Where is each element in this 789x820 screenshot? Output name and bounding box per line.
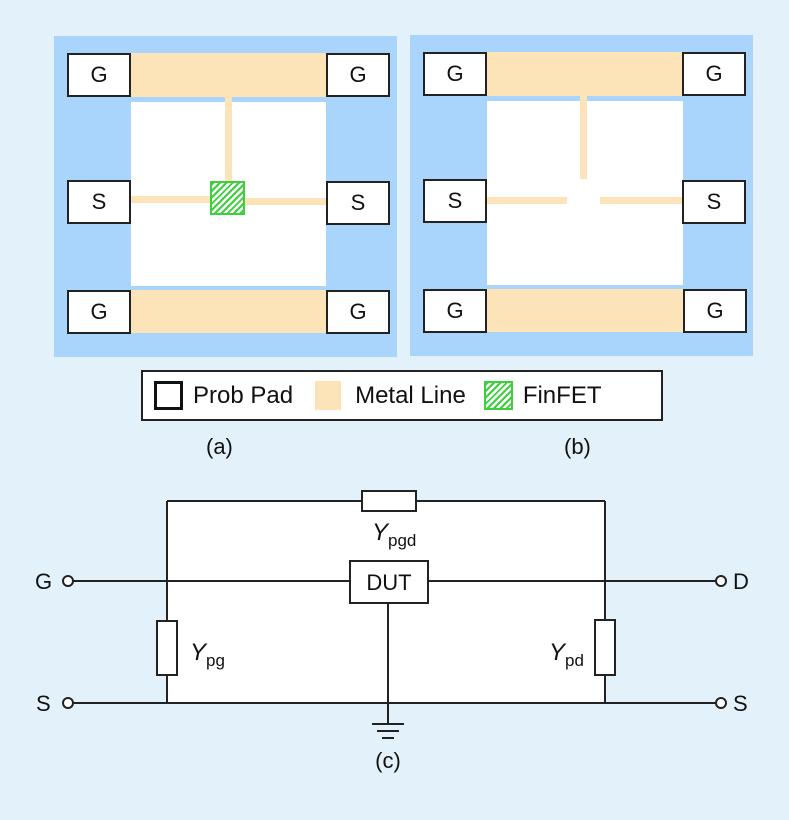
panel-b-pad-top-right: G	[682, 52, 746, 96]
panel-b-pad-bottom-right: G	[683, 289, 747, 333]
pad-label: S	[447, 188, 463, 213]
pad-label: S	[706, 189, 722, 214]
admittance-subscript: pgd	[388, 531, 416, 550]
equivalent-circuit: DUT G S D S Ypgd Ypg Ypd (c)	[35, 490, 749, 773]
source-terminal-right	[715, 697, 727, 709]
admittance-subscript: pd	[565, 651, 584, 670]
source-terminal-right-label: S	[733, 691, 748, 716]
dut-box	[349, 560, 429, 604]
panel-a-gate-feed-line	[225, 97, 232, 182]
dut-label: DUT	[366, 570, 411, 595]
gate-terminal-label: G	[35, 569, 52, 594]
legend-label: FinFET	[522, 381, 602, 409]
legend-label: Prob Pad	[193, 381, 294, 409]
caption-c: (c)	[375, 748, 401, 773]
panel-b-pad-bottom-left: G	[423, 289, 487, 333]
admittance-pd-element	[594, 619, 616, 676]
panel-a-pad-mid-left: S	[67, 180, 131, 224]
pad-label: G	[705, 61, 723, 86]
admittance-subscript: pg	[206, 651, 225, 670]
metal-line-icon	[315, 381, 342, 410]
panel-b-source-line-left	[486, 197, 567, 204]
pad-label: G	[349, 62, 367, 87]
panel-b-top-gate-metal	[486, 52, 684, 96]
admittance-symbol: Y	[190, 639, 208, 666]
panel-a-bottom-gate-metal	[130, 290, 328, 333]
admittance-pgd-label: Ypgd	[372, 519, 416, 550]
admittance-pgd-element	[361, 490, 417, 512]
pad-label: G	[349, 299, 367, 324]
panel-b-pad-mid-left: S	[423, 179, 487, 223]
source-terminal-left-label: S	[36, 691, 51, 716]
panel-b-pad-top-left: G	[423, 52, 487, 96]
legend: Prob Pad Metal Line FinFET	[141, 370, 663, 421]
panel-a-pad-bottom-right: G	[326, 290, 390, 334]
panel-b-gate-feed-line	[580, 96, 587, 179]
admittance-symbol: Y	[549, 639, 567, 666]
panel-b-source-line-right	[600, 197, 684, 204]
panel-b-bottom-gate-metal	[486, 289, 684, 332]
pad-label: G	[706, 298, 724, 323]
legend-item-probe-pad: Prob Pad	[154, 381, 293, 410]
caption-a: (a)	[206, 434, 233, 459]
panel-a-pad-bottom-left: G	[67, 290, 131, 334]
legend-item-finfet: FinFET	[483, 381, 602, 410]
pad-label: G	[446, 61, 464, 86]
gate-terminal	[62, 575, 74, 587]
drain-terminal-label: D	[733, 569, 749, 594]
pad-label: S	[350, 190, 366, 215]
legend-item-metal-line: Metal Line	[315, 381, 466, 410]
caption-b: (b)	[564, 434, 591, 459]
panel-a-pad-top-right: G	[326, 53, 390, 97]
panel-a-finfet	[210, 181, 245, 215]
pad-label: G	[446, 298, 464, 323]
admittance-symbol: Y	[372, 519, 390, 546]
drain-terminal	[715, 575, 727, 587]
panel-a-pad-mid-right: S	[326, 181, 390, 225]
pad-label: S	[91, 189, 107, 214]
pad-label: G	[90, 62, 108, 87]
panel-a-pad-top-left: G	[67, 53, 131, 97]
panel-b-pad-mid-right: S	[682, 180, 746, 224]
admittance-pd-label: Ypd	[549, 639, 584, 670]
panel-a-source-line-right	[244, 198, 328, 205]
pad-label: G	[90, 299, 108, 324]
source-terminal-left	[62, 697, 74, 709]
finfet-icon	[483, 381, 513, 410]
legend-label: Metal Line	[355, 381, 466, 409]
admittance-pg-element	[156, 620, 178, 676]
panel-a-source-line-left	[130, 196, 211, 203]
probe-pad-icon	[154, 381, 183, 410]
panel-a-top-gate-metal	[130, 53, 328, 97]
admittance-pg-label: Ypg	[190, 639, 225, 670]
